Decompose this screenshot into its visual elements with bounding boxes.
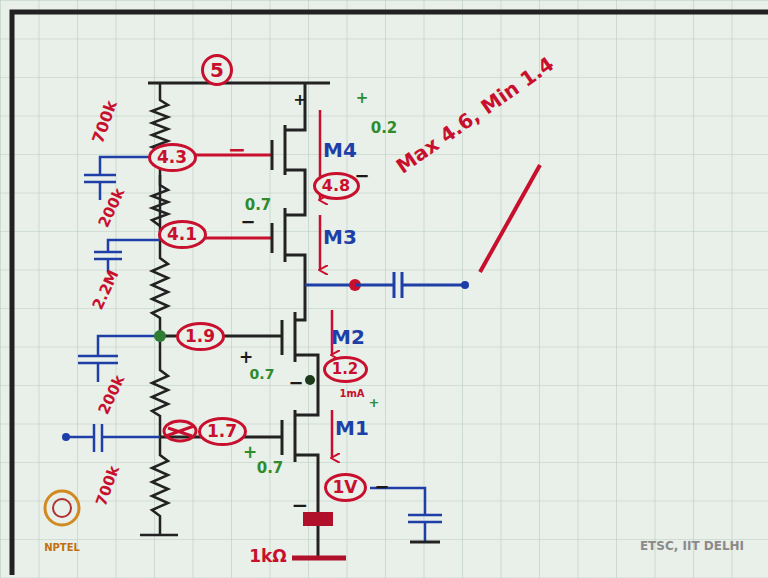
value-label: M1: [335, 418, 369, 438]
value-label: 0.2: [371, 121, 398, 136]
node-value: 4.8: [322, 178, 350, 194]
circled-value: 5: [201, 54, 233, 86]
ground-symbol: [292, 556, 346, 561]
value-label: M4: [323, 140, 357, 160]
node-value: 1.7: [207, 423, 237, 440]
bypass-capacitor: [66, 157, 160, 452]
value-label: +: [239, 349, 253, 366]
value-label: 0.7: [250, 367, 275, 381]
circled-value: 4.3: [148, 143, 197, 172]
value-label: +: [356, 91, 369, 106]
crossed-out-value: [164, 421, 196, 441]
node-value: 4.3: [157, 149, 187, 166]
circle-outline: [159, 221, 205, 247]
value-label: −: [228, 139, 246, 161]
value-label: 1kΩ: [249, 548, 287, 565]
callout-line: [480, 165, 540, 272]
circled-value: 4.1: [158, 220, 207, 249]
value-label: −: [240, 213, 255, 231]
value-label: +: [243, 444, 257, 461]
value-label: +: [293, 92, 306, 108]
circle-outline: [325, 474, 365, 500]
value-label: 0.7: [257, 461, 284, 476]
node-value: 1.9: [185, 328, 215, 345]
frame: [12, 12, 768, 575]
value-label: M2: [331, 327, 365, 347]
nptel-logo: [45, 491, 79, 525]
circled-value: 4.8: [313, 172, 360, 200]
value-label: −: [288, 374, 303, 392]
supply-rail: [148, 82, 330, 85]
node-value: 1.2: [332, 362, 359, 377]
value-label: M3: [323, 227, 357, 247]
circled-value: 1.9: [176, 322, 225, 351]
circle-outline: [177, 323, 223, 349]
output-capacitor: [355, 272, 465, 298]
circle-outline: [149, 144, 195, 170]
mosfet-symbol: [272, 83, 318, 558]
junction-dot: [305, 375, 315, 385]
node-value: 4.1: [167, 226, 197, 243]
circle-outline: [324, 357, 366, 381]
value-label: 1mA: [339, 389, 364, 399]
circled-value: 1V: [324, 473, 367, 502]
circled-value: 1.2: [323, 356, 368, 383]
value-label: −: [292, 495, 309, 515]
circle-outline: [314, 174, 358, 199]
input-terminal: [62, 433, 70, 441]
value-label: 0.7: [245, 198, 272, 213]
circle-outline: [203, 56, 232, 85]
bypass-capacitor: [370, 488, 442, 542]
node-value: 1V: [333, 479, 358, 496]
output-wire: [305, 284, 355, 287]
value-label: +: [369, 396, 380, 409]
node-value: 5: [210, 60, 224, 80]
circle-outline: [199, 418, 245, 444]
circled-value: 1.7: [198, 417, 247, 446]
output-terminal: [461, 281, 469, 289]
value-label: NPTEL: [44, 543, 80, 553]
value-label: ETSC, IIT DELHI: [640, 540, 744, 552]
junction-dot: [154, 330, 166, 342]
current-arrow: [320, 110, 332, 458]
value-label: −: [374, 478, 389, 496]
